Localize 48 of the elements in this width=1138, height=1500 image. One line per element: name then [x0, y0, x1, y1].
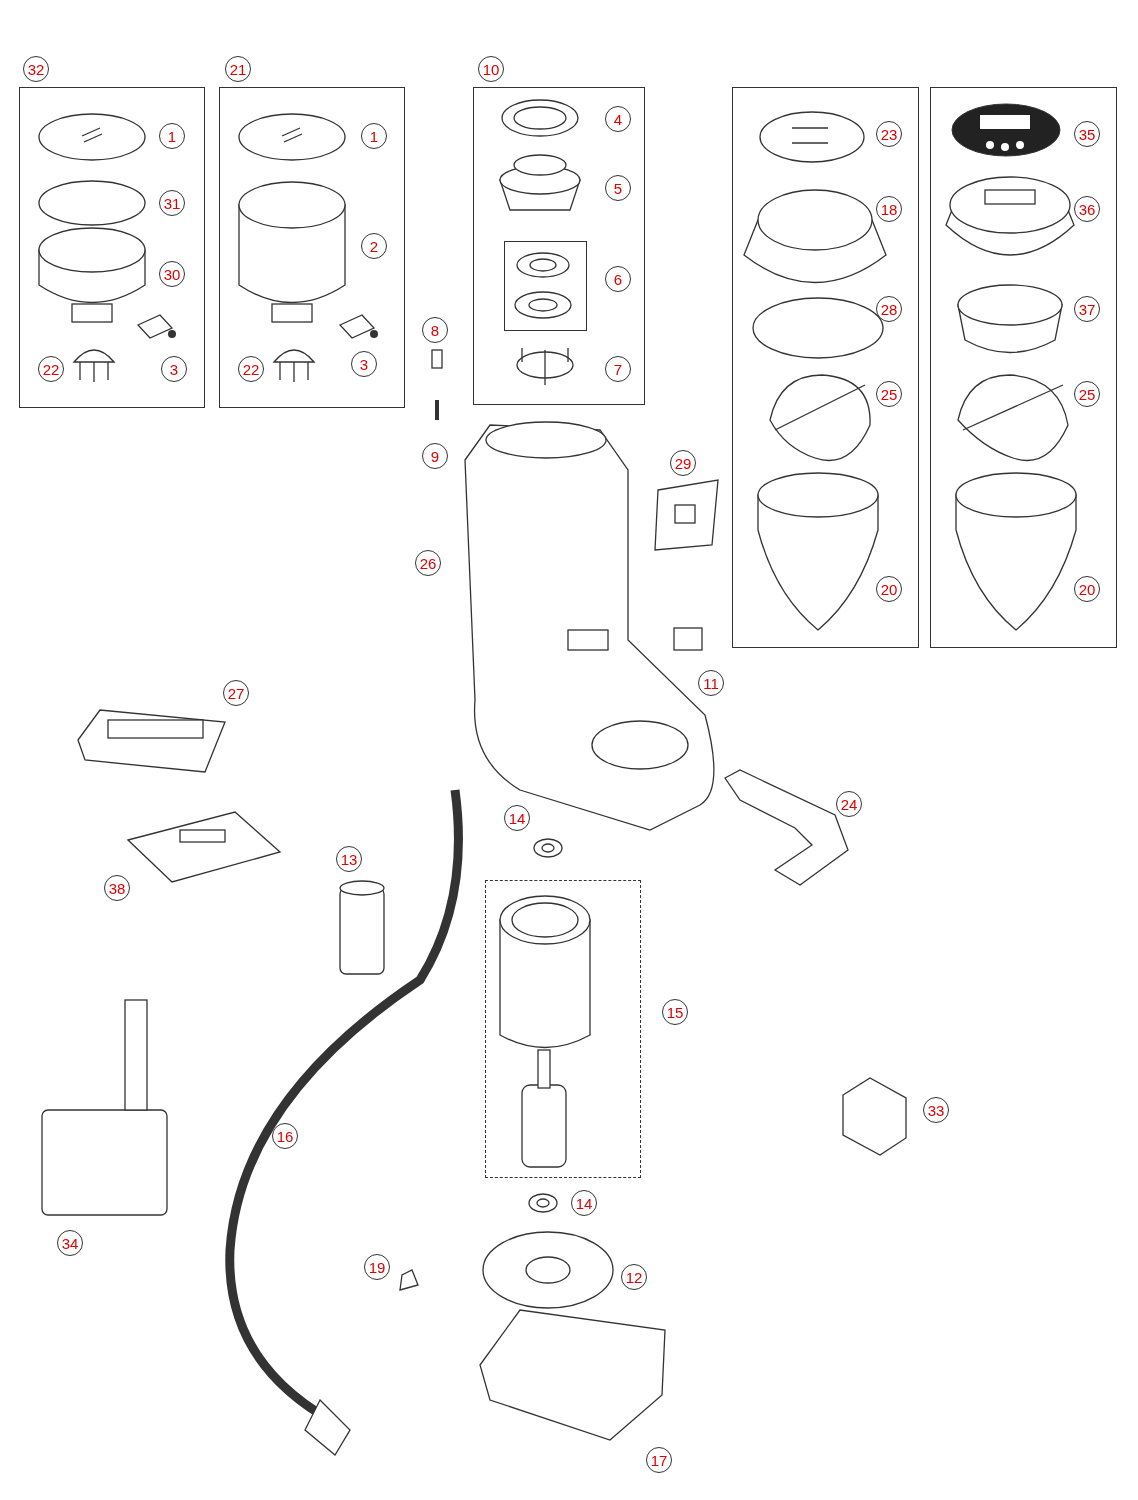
callout-number: 7 [605, 356, 631, 382]
callout-number: 4 [605, 106, 631, 132]
callout-number: 23 [876, 121, 902, 147]
callout-number: 19 [364, 1254, 390, 1280]
callout-number: 35 [1074, 121, 1100, 147]
callout-number: 24 [836, 791, 862, 817]
callout-number: 36 [1074, 196, 1100, 222]
callout-number: 25 [876, 381, 902, 407]
callout-number: 12 [621, 1264, 647, 1290]
callout-number: 5 [605, 175, 631, 201]
callout-number: 22 [38, 356, 64, 382]
callout-number: 22 [238, 356, 264, 382]
callout-number: 34 [57, 1230, 83, 1256]
callout-number: 20 [1074, 576, 1100, 602]
callout-number: 10 [478, 56, 504, 82]
callout-number: 3 [161, 356, 187, 382]
group-frame [732, 87, 919, 648]
callout-number: 15 [662, 999, 688, 1025]
callout-number: 30 [159, 261, 185, 287]
callout-number: 3 [351, 351, 377, 377]
callout-number: 14 [504, 805, 530, 831]
group-frame [930, 87, 1117, 648]
callout-number: 8 [422, 317, 448, 343]
callout-number: 29 [670, 450, 696, 476]
callout-number: 16 [272, 1123, 298, 1149]
callout-number: 17 [646, 1447, 672, 1473]
dashed-group-frame [485, 880, 641, 1178]
callout-number: 32 [23, 56, 49, 82]
callout-number: 27 [223, 680, 249, 706]
callout-number: 1 [159, 123, 185, 149]
callout-number: 38 [104, 875, 130, 901]
callout-number: 11 [698, 670, 724, 696]
callout-number: 18 [876, 196, 902, 222]
callout-number: 14 [571, 1190, 597, 1216]
callout-number: 20 [876, 576, 902, 602]
callout-number: 26 [415, 550, 441, 576]
callout-number: 25 [1074, 381, 1100, 407]
callout-number: 31 [159, 190, 185, 216]
callout-number: 37 [1074, 296, 1100, 322]
callout-number: 9 [422, 443, 448, 469]
group-frame [504, 241, 587, 331]
callout-number: 33 [923, 1097, 949, 1123]
callout-number: 1 [361, 123, 387, 149]
callout-number: 13 [336, 846, 362, 872]
callout-number: 6 [605, 266, 631, 292]
callout-number: 2 [361, 233, 387, 259]
callout-number: 28 [876, 296, 902, 322]
callout-number: 21 [225, 56, 251, 82]
